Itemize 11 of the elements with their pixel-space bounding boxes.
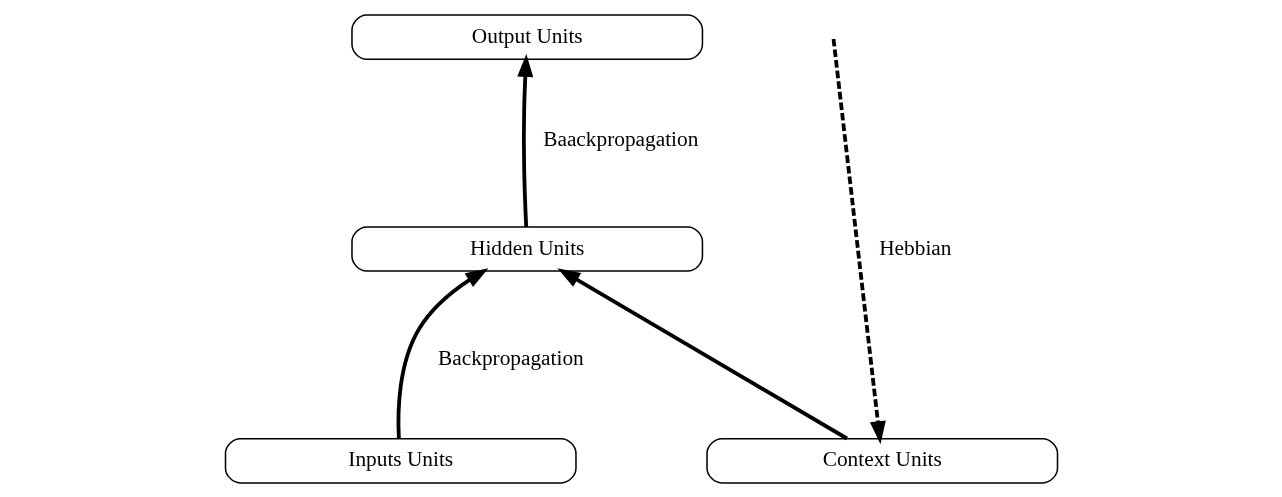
- arrow: [516, 53, 533, 227]
- arrow: [396, 267, 488, 439]
- node-box: Inputs Units: [224, 437, 577, 484]
- arrow: [831, 38, 886, 444]
- edge-label: Backpropagation: [437, 345, 584, 370]
- edge-label: Hebbian: [878, 235, 951, 260]
- node-box: Hidden Units: [350, 225, 703, 272]
- arrow: [556, 267, 848, 440]
- node-box: Output Units: [350, 13, 703, 60]
- node-box: Context Units: [705, 437, 1058, 484]
- edge-label: Baackpropagation: [542, 126, 698, 151]
